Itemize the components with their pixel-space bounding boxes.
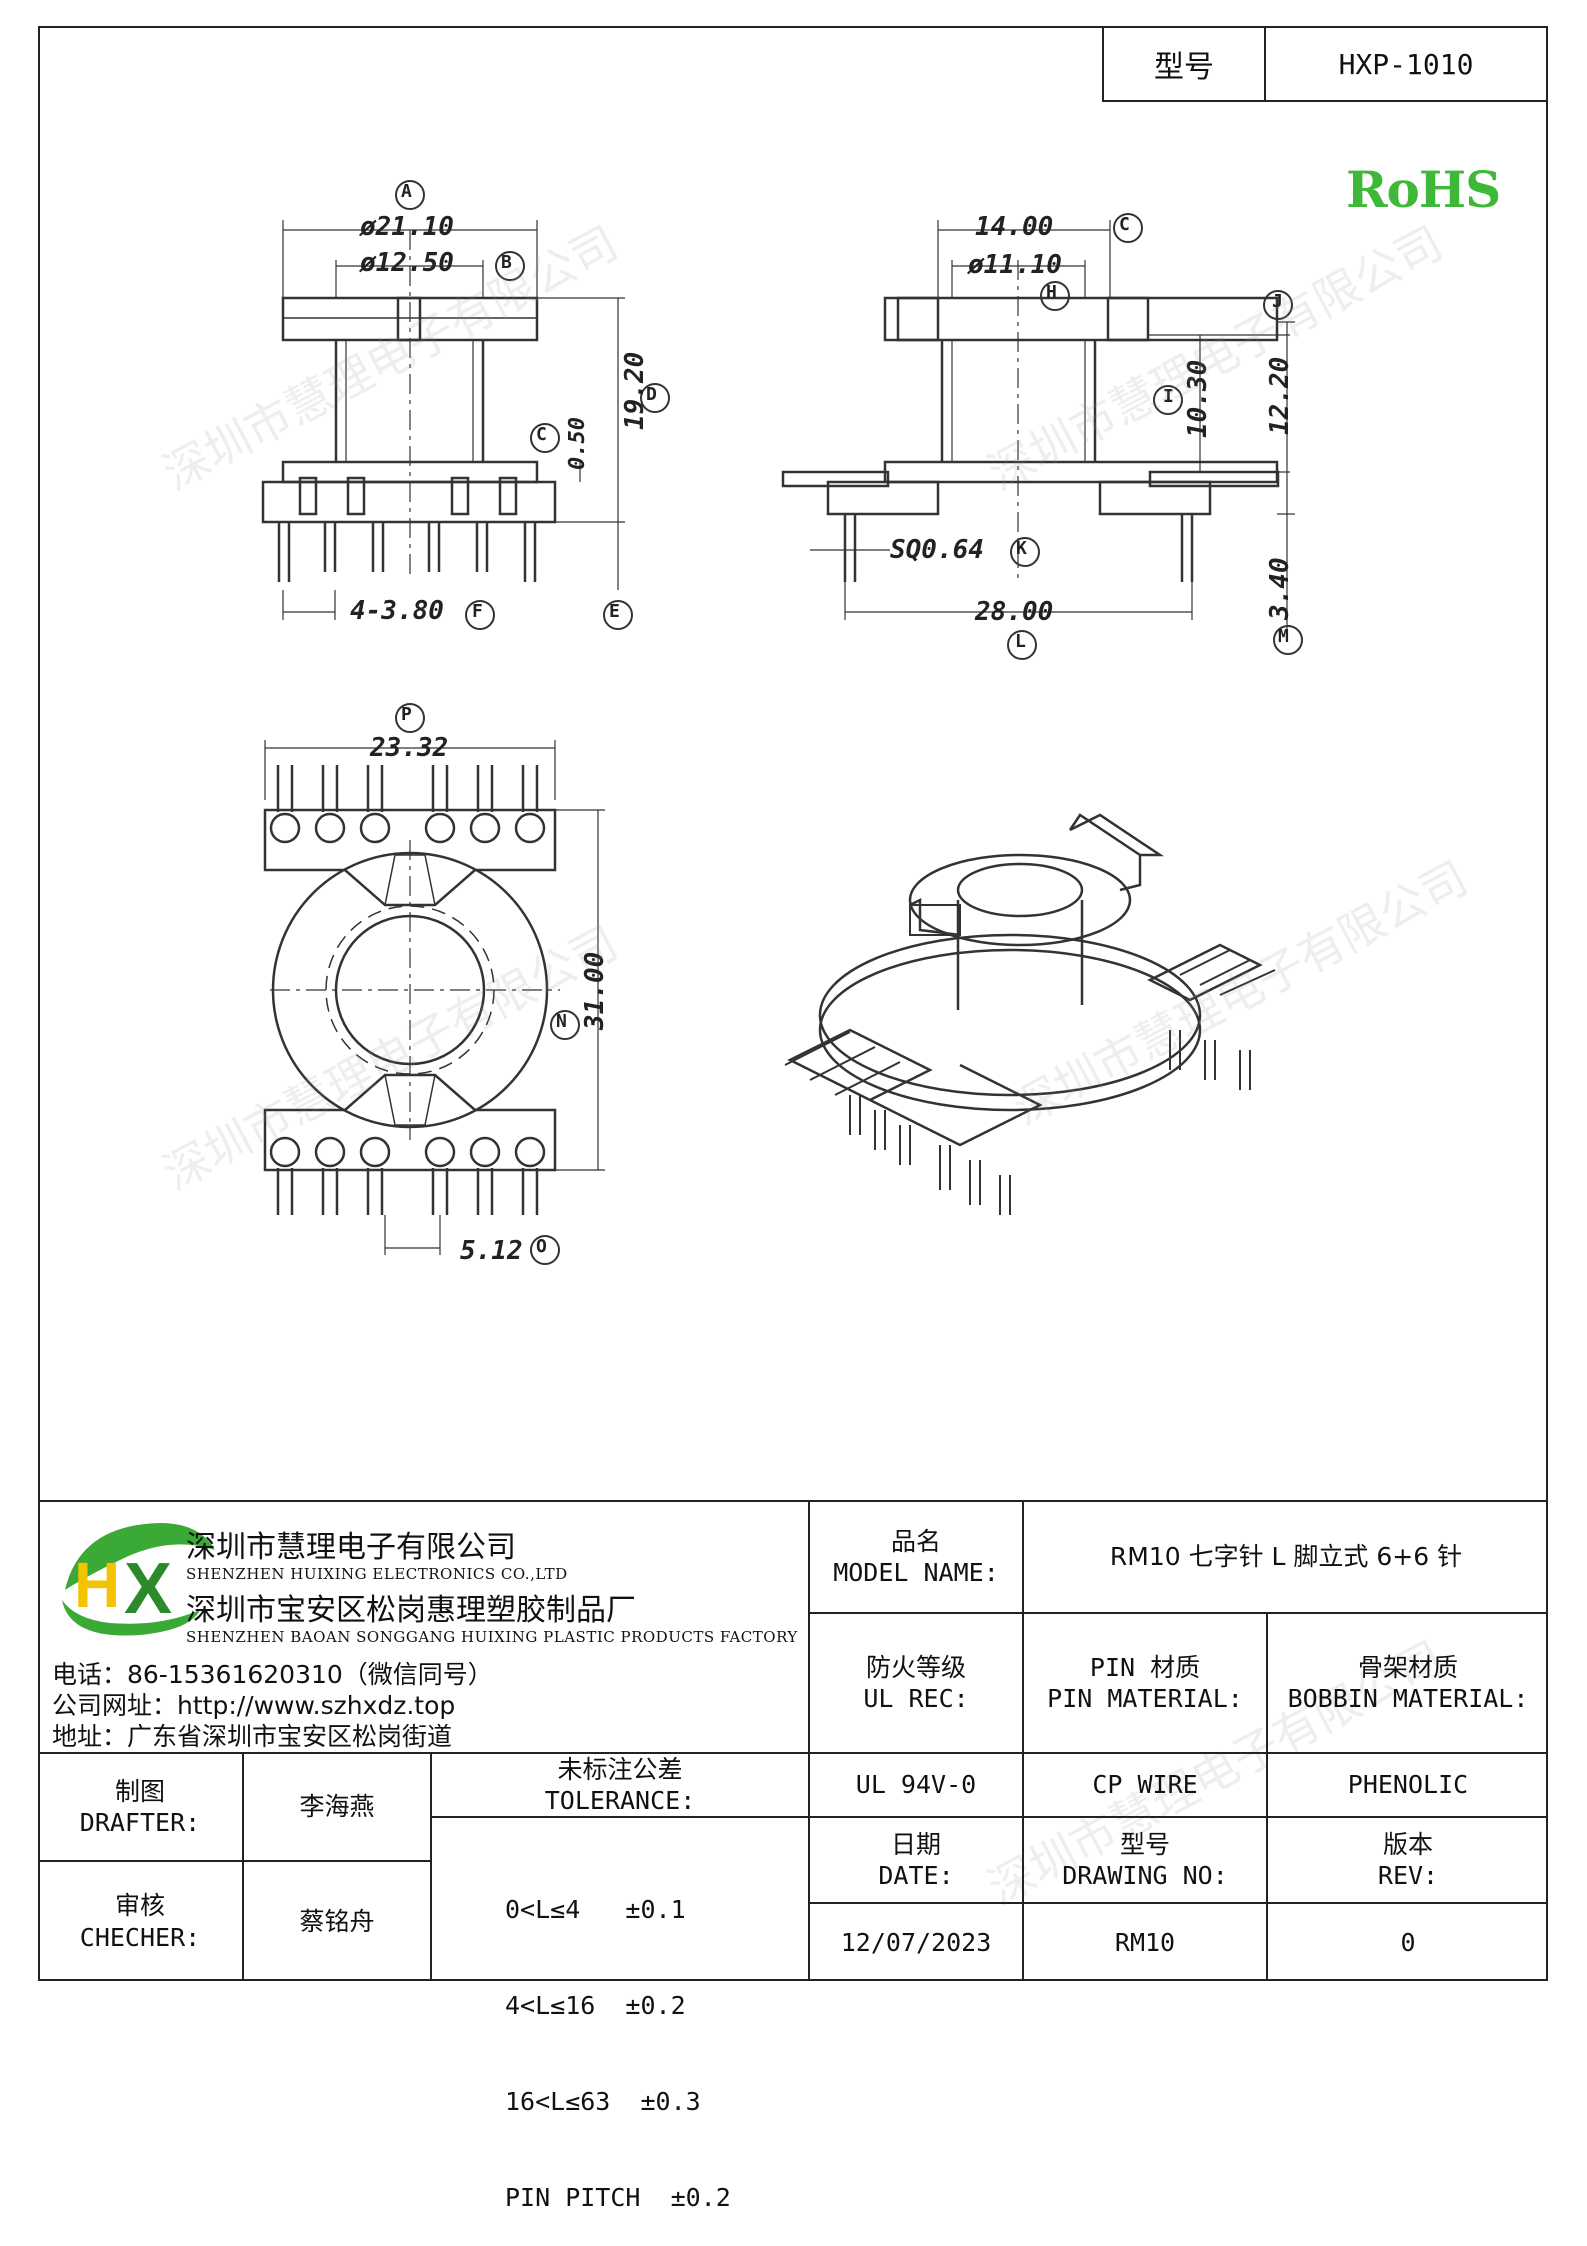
- pin-en: PIN MATERIAL:: [1047, 1684, 1243, 1713]
- drawing-border: [38, 26, 1548, 1981]
- company-name-cn: 深圳市慧理电子有限公司: [186, 1530, 516, 1565]
- drafter-en: DRAFTER:: [79, 1808, 201, 1837]
- drawing-no-label: 型号 DRAWING NO:: [1024, 1818, 1266, 1902]
- dimension-markers: [395, 180, 1303, 1265]
- svg-text:H: H: [74, 1549, 120, 1621]
- checker-label: 审核 CHECHER:: [38, 1862, 242, 1981]
- rev-cn: 版本: [1382, 1829, 1433, 1859]
- tb-line: [810, 1612, 1548, 1614]
- model-name-value: RM10 七字针 L 脚立式 6+6 针: [1109, 1542, 1463, 1572]
- tolerance-line: 16<L≤63 ±0.3: [505, 2087, 701, 2116]
- svg-text:X: X: [124, 1549, 172, 1629]
- company-address: 地址：广东省深圳市宝安区松岗街道: [52, 1722, 453, 1751]
- checker-cn: 审核: [114, 1891, 165, 1921]
- tolerance-en: TOLERANCE:: [544, 1786, 696, 1815]
- model-name-label: 品名 MODEL NAME:: [810, 1502, 1022, 1612]
- rev-value: 0: [1400, 1927, 1416, 1957]
- technical-drawing: [261, 180, 1303, 1265]
- bobbin-material-value: PHENOLIC: [1347, 1770, 1469, 1800]
- tb-line: [430, 1816, 1548, 1818]
- factory-name-cn: 深圳市宝安区松岗惠理塑胶制品厂: [186, 1593, 636, 1628]
- tolerance-line: PIN PITCH ±0.2: [505, 2183, 731, 2212]
- tolerance-line: 4<L≤16 ±0.2: [505, 1991, 686, 2020]
- date-value: 12/07/2023: [840, 1927, 992, 1957]
- drafter-value: 李海燕: [299, 1792, 375, 1822]
- model-value: HXP-1010: [1338, 47, 1474, 81]
- checker-en: CHECHER:: [79, 1922, 201, 1952]
- tb-line: [1266, 1612, 1268, 1981]
- tb-line: [38, 1500, 1548, 1502]
- tb-line: [1022, 1500, 1024, 1981]
- pin-cn: PIN 材质: [1089, 1652, 1201, 1682]
- bobbin-en: BOBBIN MATERIAL:: [1287, 1684, 1529, 1713]
- company-phone: 电话：86-15361620310（微信同号）: [52, 1660, 493, 1689]
- drawing-no-cn: 型号: [1119, 1829, 1170, 1859]
- model-number-box: 型号 HXP-1010: [1102, 26, 1548, 102]
- rohs-mark: RoHS: [1346, 160, 1501, 219]
- bobbin-cn: 骨架材质: [1357, 1652, 1458, 1682]
- rev-en: REV:: [1377, 1861, 1439, 1890]
- tolerance-values: 0<L≤4 ±0.1 4<L≤16 ±0.2 16<L≤63 ±0.3 PIN …: [505, 1830, 731, 2246]
- tb-line: [242, 1752, 244, 1981]
- ul-en: UL REC:: [863, 1684, 969, 1713]
- isometric-view: [784, 813, 1276, 1215]
- tb-line: [38, 1860, 430, 1862]
- factory-name-en: SHENZHEN BAOAN SONGGANG HUIXING PLASTIC …: [186, 1628, 798, 1646]
- ul-value: UL 94V-0: [855, 1770, 977, 1800]
- top-view: [263, 740, 605, 1255]
- checker-value: 蔡铭舟: [299, 1906, 375, 1936]
- company-name-en: SHENZHEN HUIXING ELECTRONICS CO.,LTD: [186, 1565, 568, 1583]
- ul-label: 防火等级 UL REC:: [810, 1614, 1022, 1752]
- pin-material-value: CP WIRE: [1092, 1770, 1198, 1800]
- company-logo: H X: [62, 1523, 215, 1636]
- rev-label: 版本 REV:: [1268, 1818, 1548, 1902]
- drawing-no-value: RM10: [1114, 1927, 1176, 1957]
- drafter-label: 制图 DRAFTER:: [38, 1754, 242, 1860]
- model-name-en: MODEL NAME:: [833, 1558, 999, 1587]
- pin-material-label: PIN 材质 PIN MATERIAL:: [1024, 1614, 1266, 1752]
- date-cn: 日期: [890, 1829, 941, 1859]
- tb-line: [808, 1500, 810, 1981]
- model-name-cn: 品名: [890, 1526, 941, 1556]
- tb-line: [430, 1752, 432, 1981]
- date-en: DATE:: [878, 1861, 954, 1890]
- ul-cn: 防火等级: [865, 1652, 966, 1682]
- model-label: 型号: [1104, 28, 1266, 100]
- tolerance-label: 未标注公差 TOLERANCE:: [432, 1754, 808, 1816]
- company-website: 公司网址：http://www.szhxdz.top: [52, 1691, 456, 1720]
- drawing-no-en: DRAWING NO:: [1062, 1861, 1228, 1890]
- tolerance-cn: 未标注公差: [557, 1754, 683, 1784]
- drafter-cn: 制图: [114, 1776, 165, 1806]
- tb-line: [38, 1752, 1548, 1754]
- tb-line: [810, 1902, 1548, 1904]
- bobbin-material-label: 骨架材质 BOBBIN MATERIAL:: [1268, 1614, 1548, 1752]
- date-label: 日期 DATE:: [810, 1818, 1022, 1902]
- front-view: [261, 220, 625, 620]
- tolerance-line: 0<L≤4 ±0.1: [505, 1895, 686, 1924]
